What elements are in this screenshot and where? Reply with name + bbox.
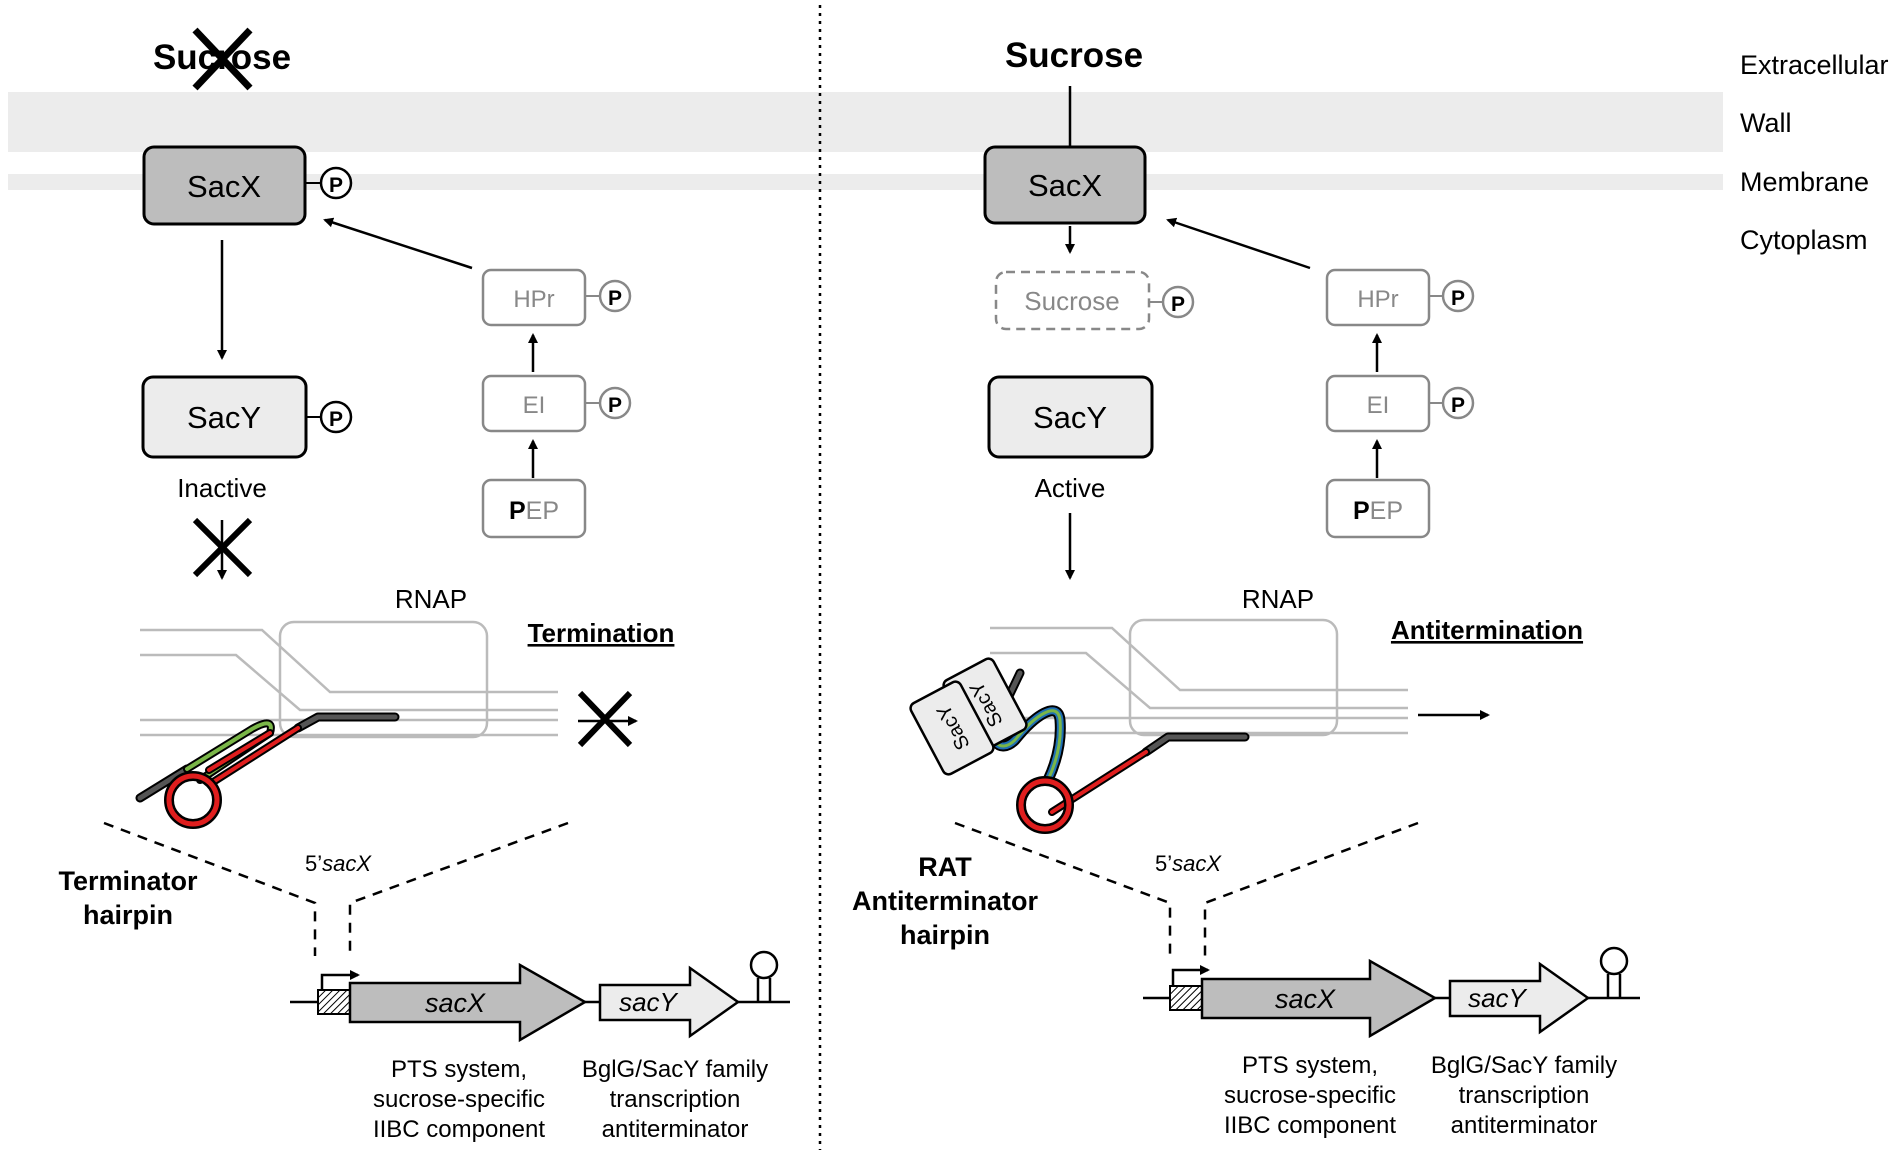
svg-text:P: P bbox=[329, 408, 343, 431]
right-sacy-desc-2: transcription bbox=[1459, 1082, 1590, 1109]
right-panel: Sucrose SacX Sucrose P SacY Active HPr bbox=[852, 36, 1640, 1139]
right-rnap-label: RNAP bbox=[1242, 584, 1314, 614]
left-gene-sacy-label: sacY bbox=[619, 987, 678, 1017]
sacy-dimer: SacY SacY bbox=[909, 657, 1028, 776]
left-blocked-arrow bbox=[192, 517, 253, 580]
left-sacy-state: Inactive bbox=[177, 473, 267, 503]
label-wall: Wall bbox=[1740, 108, 1792, 138]
right-sacx-box: SacX bbox=[983, 145, 1147, 225]
right-zoom-lines bbox=[954, 821, 1419, 956]
left-operon: sacX sacY bbox=[290, 950, 790, 1043]
svg-text:SacX: SacX bbox=[187, 169, 261, 204]
right-hpr-box: HPr bbox=[1325, 268, 1431, 327]
right-hpr-phospho: P bbox=[1429, 279, 1475, 313]
left-sacy-desc-3: antiterminator bbox=[602, 1116, 749, 1143]
right-operon: sacX sacY bbox=[1143, 946, 1640, 1039]
svg-text:P: P bbox=[1451, 287, 1465, 310]
right-sacy-state: Active bbox=[1035, 473, 1106, 503]
left-zoom-lines bbox=[103, 821, 569, 956]
right-sacy-desc-1: BglG/SacY family bbox=[1431, 1052, 1617, 1079]
svg-text:HPr: HPr bbox=[513, 286, 554, 313]
right-sacy-desc-3: antiterminator bbox=[1451, 1112, 1598, 1139]
right-sucrose-p-box: Sucrose bbox=[994, 270, 1151, 331]
right-sacy-box: SacY bbox=[987, 375, 1154, 459]
right-ei-phospho: P bbox=[1429, 386, 1475, 420]
left-sacy-desc-2: transcription bbox=[610, 1086, 741, 1113]
svg-text:P: P bbox=[608, 287, 622, 310]
svg-text:EI: EI bbox=[523, 392, 546, 419]
right-ei-box: EI bbox=[1325, 374, 1431, 433]
left-panel: Sucrose SacX P SacY P Inactive bbox=[58, 27, 790, 1143]
right-terminator-symbol bbox=[1599, 946, 1629, 998]
right-sacx-desc-2: sucrose-specific bbox=[1224, 1082, 1396, 1109]
label-membrane: Membrane bbox=[1740, 167, 1869, 197]
right-leader-label: 5’sacX bbox=[1155, 851, 1222, 876]
left-gene-sacx-label: sacX bbox=[425, 988, 486, 1018]
left-sacy-desc-1: BglG/SacY family bbox=[582, 1056, 768, 1083]
left-hairpin-label-2: hairpin bbox=[83, 900, 173, 930]
svg-text:P: P bbox=[608, 394, 622, 417]
left-ei-phospho: P bbox=[585, 386, 632, 420]
left-gene-sacx-arrow bbox=[348, 962, 588, 1043]
right-leader-region bbox=[1169, 985, 1203, 1011]
right-gene-sacy-label: sacY bbox=[1468, 983, 1527, 1013]
left-sacy-phospho: P bbox=[306, 400, 353, 434]
terminator-hairpin bbox=[135, 712, 400, 829]
left-sacx-box: SacX bbox=[142, 145, 307, 226]
left-rnap-label: RNAP bbox=[395, 584, 467, 614]
left-sacx-desc-2: sucrose-specific bbox=[373, 1086, 545, 1113]
svg-text:PEP: PEP bbox=[509, 497, 559, 525]
left-sacx-desc-3: IIBC component bbox=[373, 1116, 545, 1143]
right-gene-sacx-label: sacX bbox=[1275, 984, 1336, 1014]
svg-text:SacY: SacY bbox=[1033, 400, 1107, 435]
right-hairpin-label-2: hairpin bbox=[900, 920, 990, 950]
sucrose-absent-cross bbox=[192, 27, 253, 91]
right-sacx-desc-3: IIBC component bbox=[1224, 1112, 1396, 1139]
svg-text:EI: EI bbox=[1367, 392, 1390, 419]
right-sucrose-label: Sucrose bbox=[1005, 36, 1143, 75]
rat-label: RAT bbox=[918, 852, 972, 882]
membrane-band bbox=[8, 174, 1723, 190]
antiterminator-hairpin bbox=[988, 668, 1250, 834]
left-ei-box: EI bbox=[481, 374, 587, 433]
right-process-label: Antitermination bbox=[1391, 615, 1583, 645]
left-leader-label: 5’sacX bbox=[305, 851, 372, 876]
right-sucrose-phospho: P bbox=[1149, 285, 1195, 319]
svg-text:HPr: HPr bbox=[1357, 286, 1398, 313]
cell-wall-band bbox=[8, 92, 1723, 152]
left-hpr-phospho: P bbox=[585, 279, 632, 313]
left-hpr-box: HPr bbox=[481, 268, 587, 327]
left-transcription-blocked bbox=[577, 690, 638, 748]
right-hairpin-label-1: Antiterminator bbox=[852, 886, 1039, 916]
right-hpr-to-sacx-arrow bbox=[1166, 217, 1311, 270]
left-hairpin-label-1: Terminator bbox=[58, 866, 198, 896]
left-gene-sacy-arrow bbox=[598, 965, 741, 1039]
left-terminator-symbol bbox=[749, 950, 779, 1002]
right-rnap-complex bbox=[990, 618, 1408, 737]
right-sacx-desc-1: PTS system, bbox=[1242, 1052, 1378, 1079]
right-pep-box: PEP bbox=[1325, 478, 1431, 539]
svg-text:P: P bbox=[1451, 394, 1465, 417]
left-process-label: Termination bbox=[528, 618, 675, 648]
left-hpr-to-sacx-arrow bbox=[323, 217, 473, 270]
label-cytoplasm: Cytoplasm bbox=[1740, 225, 1868, 255]
label-extracellular: Extracellular bbox=[1740, 50, 1889, 80]
left-sacx-phospho: P bbox=[305, 166, 353, 200]
right-gene-sacy-arrow bbox=[1448, 961, 1591, 1035]
svg-text:Sucrose: Sucrose bbox=[1024, 286, 1119, 316]
svg-text:P: P bbox=[1171, 293, 1185, 316]
left-leader-region bbox=[317, 989, 351, 1015]
svg-text:SacX: SacX bbox=[1028, 168, 1102, 203]
svg-text:SacY: SacY bbox=[187, 400, 261, 435]
left-sacx-desc-1: PTS system, bbox=[391, 1056, 527, 1083]
svg-text:P: P bbox=[329, 174, 343, 197]
left-pep-box: PEP bbox=[481, 478, 587, 539]
left-sacy-box: SacY bbox=[141, 375, 308, 459]
svg-text:PEP: PEP bbox=[1353, 497, 1403, 525]
right-gene-sacx-arrow bbox=[1200, 958, 1438, 1039]
